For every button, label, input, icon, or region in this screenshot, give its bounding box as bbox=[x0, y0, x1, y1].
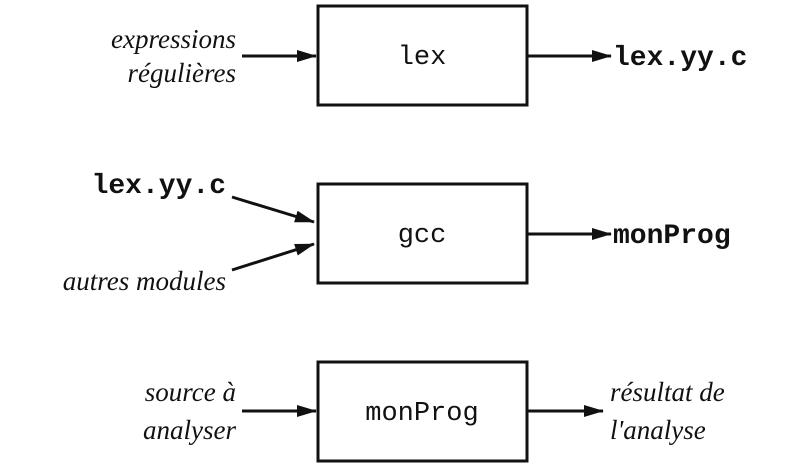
stage3-input-line2: analyser bbox=[143, 415, 236, 445]
stage2-input-arrow-a bbox=[231, 195, 315, 224]
stage2-input-modules: autres modules bbox=[63, 266, 226, 296]
stage1-input-line2: régulières bbox=[128, 58, 236, 88]
monprog-box bbox=[316, 360, 529, 463]
stage-monprog: source à analyser monProg résultat de l'… bbox=[143, 360, 725, 463]
gcc-box bbox=[316, 182, 529, 285]
stage2-input-lexyyc: lex.yy.c bbox=[92, 171, 226, 202]
stage3-input-line1: source à bbox=[145, 377, 236, 407]
gcc-box-label: gcc bbox=[398, 221, 447, 251]
stage1-input-line1: expressions bbox=[111, 24, 236, 54]
stage2-input-arrow-b bbox=[231, 242, 315, 272]
stage3-output-line1: résultat de bbox=[610, 377, 725, 407]
stage3-output-line2: l'analyse bbox=[610, 415, 706, 445]
lex-box-label: lex bbox=[398, 43, 447, 73]
stage-gcc: lex.yy.c autres modules gcc monProg bbox=[63, 171, 731, 296]
stage1-output: lex.yy.c bbox=[613, 43, 747, 74]
stage2-output: monProg bbox=[613, 221, 731, 252]
monprog-box-label: monProg bbox=[365, 399, 478, 429]
stage-lex: expressions régulières lex lex.yy.c bbox=[111, 4, 747, 107]
